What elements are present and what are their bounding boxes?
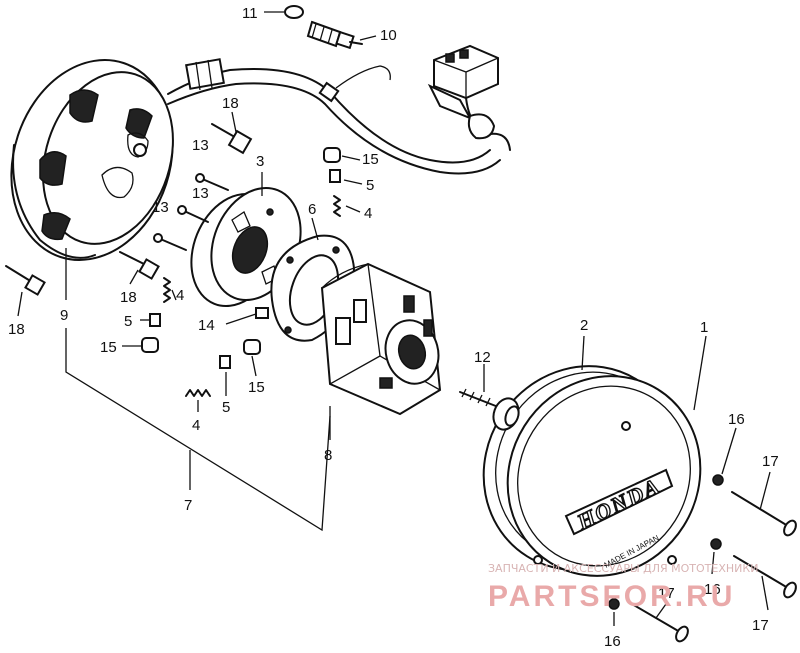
callout-5: 5 (124, 313, 132, 330)
stator-assembly (10, 59, 174, 261)
spring-4-c (185, 389, 211, 397)
callout-12: 12 (474, 349, 491, 366)
callout-6: 6 (308, 201, 316, 218)
callout-18: 18 (120, 289, 137, 306)
connector-block (427, 44, 511, 151)
oring-11 (284, 5, 304, 19)
callout-17: 17 (658, 585, 675, 602)
pin-14 (255, 307, 269, 319)
callout-14: 14 (198, 317, 215, 334)
spring-4-a (333, 195, 341, 217)
callout-2: 2 (580, 317, 588, 334)
callout-11: 11 (242, 5, 258, 22)
pin-5-c (219, 355, 231, 369)
callout-16: 16 (728, 411, 745, 428)
sensor-10 (306, 20, 363, 50)
callout-9: 9 (60, 307, 68, 324)
spring-4-b (163, 277, 171, 303)
callout-13: 13 (192, 185, 209, 202)
wire-harness (167, 58, 501, 175)
washer-16-b (710, 538, 722, 550)
screw-13-a (195, 173, 229, 191)
callout-15: 15 (248, 379, 265, 396)
callout-10: 10 (380, 27, 397, 44)
hub-8 (320, 262, 442, 416)
callout-17: 17 (752, 617, 769, 634)
callout-4: 4 (176, 287, 184, 304)
callout-1: 1 (700, 319, 708, 336)
callout-18: 18 (222, 95, 239, 112)
callout-15: 15 (100, 339, 117, 356)
washer-16-a (712, 474, 724, 486)
cap-15-c (243, 339, 261, 355)
screw-13-b (177, 205, 209, 223)
callout-15: 15 (362, 151, 379, 168)
callout-13: 13 (192, 137, 209, 154)
bolt-12 (459, 388, 520, 431)
cap-15-b (141, 337, 159, 353)
callout-4: 4 (192, 417, 200, 434)
callout-17: 17 (762, 453, 779, 470)
watermark-tagline: ЗАПЧАСТИ И АКСЕССУАРЫ ДЛЯ МОТОТЕХНИКИ (488, 562, 758, 575)
callout-5: 5 (366, 177, 374, 194)
watermark: ЗАПЧАСТИ И АКСЕССУАРЫ ДЛЯ МОТОТЕХНИКИ PA… (488, 562, 758, 613)
pin-5-a (329, 169, 341, 183)
bolt-18-mid (119, 251, 160, 280)
bolt-18-top (211, 123, 253, 155)
bolt-18-left (5, 265, 46, 296)
callout-13: 13 (152, 199, 169, 216)
washer-16-c (608, 598, 620, 610)
callout-8: 8 (324, 447, 332, 464)
callout-3: 3 (256, 153, 264, 170)
callout-16: 16 (604, 633, 621, 650)
leader-lines (17, 11, 771, 626)
callout-4: 4 (364, 205, 372, 222)
bolt-17-lower (733, 555, 797, 599)
callout-18: 18 (8, 321, 25, 338)
bolt-17-right (731, 491, 797, 537)
callout-labels: 1 2 3 4 4 4 5 5 5 6 7 8 9 10 11 12 13 13… (8, 5, 779, 650)
cap-15-a (323, 147, 341, 163)
watermark-logo: PARTSFOR.RU (488, 580, 735, 613)
cover-1: HONDA MADE IN JAPAN (506, 375, 702, 577)
callout-5: 5 (222, 399, 230, 416)
callout-16: 16 (704, 581, 721, 598)
callout-7: 7 (184, 497, 192, 514)
screw-13-c (153, 233, 187, 251)
pin-5-b (149, 313, 161, 327)
